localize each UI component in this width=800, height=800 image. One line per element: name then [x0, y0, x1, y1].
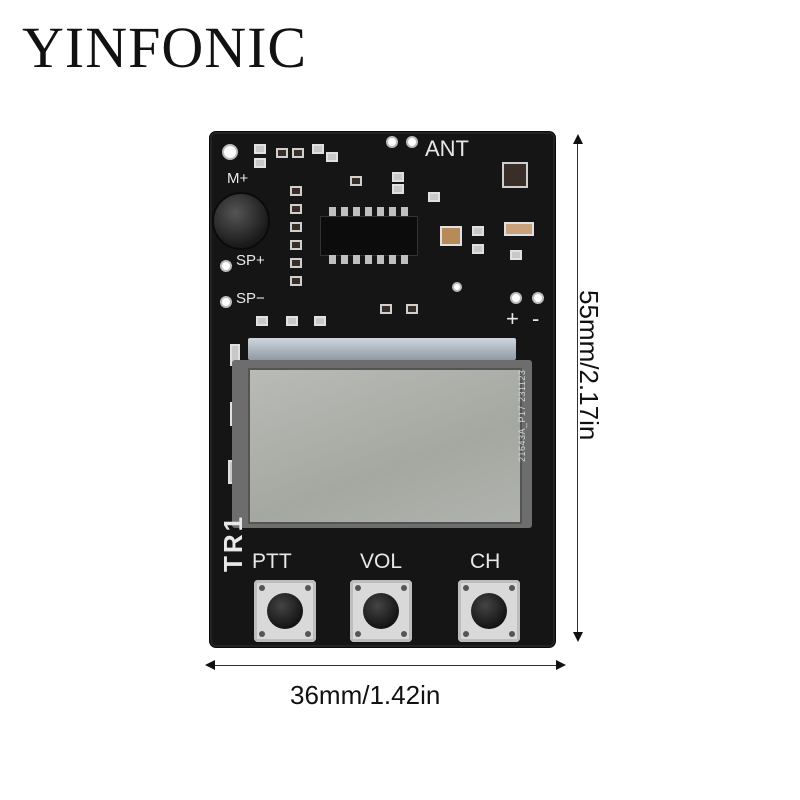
- smd-component: [392, 184, 404, 194]
- pcb-board: ANT M+ SP+ SP− + -: [210, 132, 555, 647]
- smd-component: [312, 144, 324, 154]
- width-dimension-line: [210, 665, 560, 666]
- smd-component: [472, 244, 484, 254]
- smd-component: [502, 162, 528, 188]
- smd-component: [428, 192, 440, 202]
- lcd-part-code: 21643A_P17 231123: [517, 369, 527, 462]
- smd-component: [290, 240, 302, 250]
- button-cap: [363, 593, 399, 629]
- smd-component: [256, 316, 268, 326]
- mount-hole: [222, 144, 238, 160]
- mic-label: M+: [227, 170, 249, 187]
- smd-component: [254, 144, 266, 154]
- mount-hole: [452, 282, 462, 292]
- power-plus-label: +: [506, 306, 519, 331]
- speaker-minus-label: SP−: [236, 290, 265, 307]
- speaker-plus-label: SP+: [236, 252, 265, 269]
- smd-component: [276, 148, 288, 158]
- button-cap: [267, 593, 303, 629]
- smd-component: [290, 186, 302, 196]
- smd-component: [326, 152, 338, 162]
- vol-button[interactable]: [350, 580, 412, 642]
- plus-pad: [510, 292, 522, 304]
- ptt-label: PTT: [252, 550, 292, 573]
- arrow-left-icon: [205, 660, 215, 670]
- smd-component: [440, 226, 462, 246]
- ch-label: CH: [470, 550, 501, 573]
- sp-minus-pad: [220, 296, 232, 308]
- height-dimension-line: [577, 140, 578, 638]
- smd-component: [290, 204, 302, 214]
- height-dimension-label: 55mm/2.17in: [574, 290, 604, 441]
- ant-pad: [386, 136, 398, 148]
- smd-component: [380, 304, 392, 314]
- smd-component: [510, 250, 522, 260]
- tr1-label: TR1: [218, 513, 248, 572]
- power-minus-label: -: [532, 306, 540, 331]
- brand-logo: YINFONIC: [22, 15, 308, 80]
- smd-component: [254, 158, 266, 168]
- ic-chip: [320, 207, 418, 264]
- smd-component: [314, 316, 326, 326]
- smd-component: [290, 258, 302, 268]
- smd-component: [504, 222, 534, 236]
- button-cap: [471, 593, 507, 629]
- smd-component: [290, 222, 302, 232]
- smd-component: [392, 172, 404, 182]
- smd-component: [406, 304, 418, 314]
- ch-button[interactable]: [458, 580, 520, 642]
- ptt-button[interactable]: [254, 580, 316, 642]
- arrow-down-icon: [573, 632, 583, 642]
- ant-label: ANT: [425, 136, 469, 161]
- smd-component: [286, 316, 298, 326]
- smd-component: [350, 176, 362, 186]
- smd-component: [290, 276, 302, 286]
- lcd-connector-strip: [248, 338, 516, 360]
- sp-plus-pad: [220, 260, 232, 272]
- minus-pad: [532, 292, 544, 304]
- microphone: [212, 192, 270, 250]
- width-dimension-label: 36mm/1.42in: [290, 680, 441, 710]
- arrow-right-icon: [556, 660, 566, 670]
- smd-component: [472, 226, 484, 236]
- ant-pad: [406, 136, 418, 148]
- arrow-up-icon: [573, 134, 583, 144]
- lcd-screen: [248, 368, 522, 524]
- smd-component: [292, 148, 304, 158]
- vol-label: VOL: [360, 550, 403, 573]
